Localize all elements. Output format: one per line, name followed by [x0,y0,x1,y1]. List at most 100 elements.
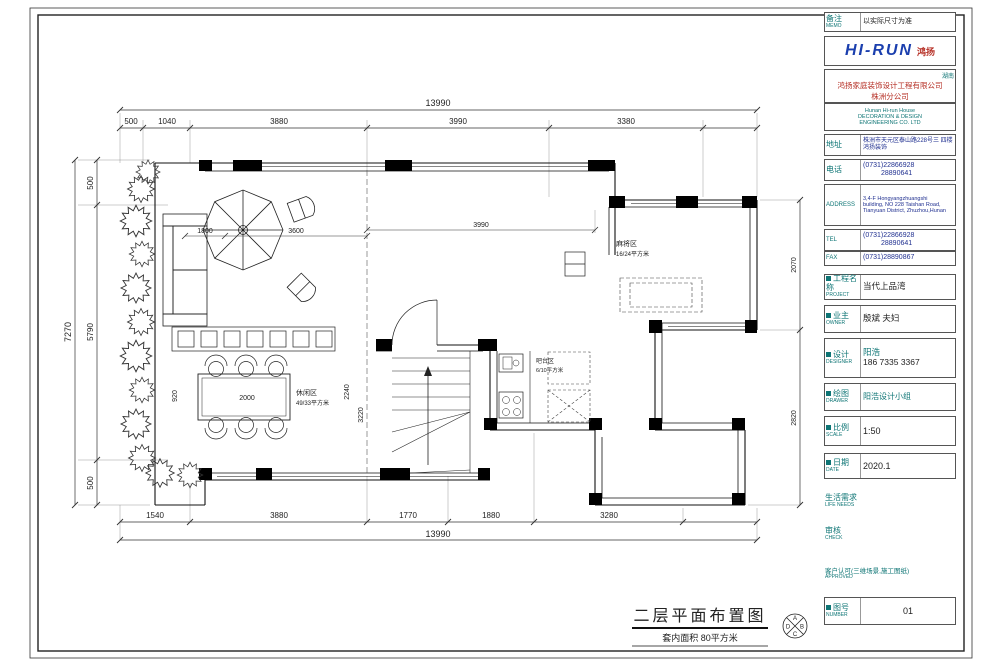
row-icon [826,604,831,610]
dim-interior: 1800 [197,228,213,235]
row-icon [826,276,831,282]
tel-number: (0731)22866928 [863,231,915,239]
designer-name: 阳浩 [863,347,881,358]
patio-chair [286,196,315,223]
dim-bottom-total: 13990 [425,529,450,539]
dim-top-seg: 3990 [449,117,467,126]
project-value: 当代上品湾 [863,281,906,292]
company-logo-cn: 鸿扬 [916,46,935,57]
dim-top-total: 13990 [425,98,450,108]
room-labels: 麻将区 16/24平方米 吧台区 6/10平方米 休闲区 49/33平方米 [296,239,649,407]
drawing-title-block: 二层平面布置图 套内面积 80平方米 [632,607,768,647]
dim-interior: 3600 [288,228,304,235]
dim-top-seg: 3880 [270,117,288,126]
dim-interior: 2000 [239,395,255,402]
scale-label-en: SCALE [826,431,843,438]
fax-number: (0731)28890867 [863,254,915,262]
address-en-line: 3,4-F Hongyangzhuangshi [863,195,928,202]
dim-bottom-seg: 1880 [482,511,500,520]
interior-dimensions: 1800 3600 3990 920 2000 2240 3220 [172,222,599,423]
titleblock-row-fax: FAX (0731)28890867 [824,251,956,266]
dim-left-seg: 5790 [86,323,95,341]
fax-label: FAX [826,255,838,262]
project-label-en: PROJECT [826,292,850,299]
room-area-bar: 6/10平方米 [536,366,564,374]
date-label-en: DATE [826,466,839,473]
titleblock-row-check: 审核 CHECK [824,522,956,547]
drawer-label: 绘图 [833,388,849,398]
company-en-line: DECORATION & DESIGN [857,114,923,120]
address-en-label: ADDRESS [826,201,856,208]
number-value: 01 [902,605,913,616]
life-label-en: LIFE NEEDS [825,501,855,508]
memo-label: 备注 [826,13,842,23]
titleblock-row-address: 地址 株洲市天元区泰山路228号三 四楼 鸿扬装饰 [824,134,956,156]
bench-row [171,326,336,352]
kitchen-cabinets-dashed [547,351,591,423]
address-line: 株洲市天元区泰山路228号三 四楼 [863,138,953,145]
titleblock-row-life: 生活需求 LIFE NEEDS [824,489,956,513]
row-icon [826,459,831,465]
dim-interior: 3220 [358,407,365,423]
titleblock-row-logo: HI-RUN 鸿扬 [824,36,956,66]
sheet-border [29,7,973,659]
check-label-en: CHECK [825,535,843,542]
date-label: 日期 [833,457,849,467]
sofa [162,213,208,327]
approved-label-en: APPROVED [825,573,853,580]
company-branch: 株洲分公司 [871,92,909,101]
company-region: 湖南 [941,74,954,80]
compass-letter: A [793,616,797,622]
door-swing [391,299,438,346]
memo-label-en: MEMO [826,22,842,29]
plan-subtitle: 套内面积 80平方米 [662,632,738,643]
dim-interior: 2240 [344,384,351,400]
approved-label: 客户认可(三维场景,施工图纸) [825,567,910,575]
scale-label: 比例 [833,422,849,432]
compass-letter: D [786,625,791,631]
dimension-left: 7270 500 5790 500 [63,156,101,509]
number-label-en: NUMBER [826,611,848,618]
memo-value: 以实际尺寸为准 [863,17,912,25]
designer-label: 设计 [833,349,849,359]
drawer-label-en: DRAWER [826,397,849,404]
dimension-right: 2070 2820 [791,196,804,509]
row-icon [826,351,831,357]
row-icon [826,424,831,430]
compass-letter: C [793,632,798,638]
number-label: 图号 [833,602,849,612]
designer-phone: 186 7335 3367 [863,357,920,367]
wall-fills [199,160,757,505]
tel-label: TEL [826,236,838,243]
titleblock-row-tel: TEL (0731)22866928 28890641 [824,229,956,251]
room-label-mahjong: 麻将区 [616,239,637,248]
dim-top-seg: 1040 [158,117,176,126]
dimension-bottom: 1540 3880 1770 1880 3280 13990 [116,511,761,544]
address-en-line: Tianyuan District, Zhuzhou,Hunan [863,208,946,215]
dim-interior: 920 [172,390,179,402]
dim-left-seg: 500 [86,176,95,190]
mahjong-table-dashed [619,277,703,313]
dim-bottom-seg: 1770 [399,511,417,520]
row-icon [826,312,831,318]
designer-label-en: DESIGNER [826,358,853,365]
company-logo: HI-RUN [844,42,913,59]
index-compass-icon: A B C D [782,613,808,639]
kitchen-counter [498,351,531,423]
address-label: 地址 [826,139,842,149]
patio-chair [286,272,316,302]
compass-letter: B [800,625,804,631]
titleblock-row-company-en: Hunan Hi-run House DECORATION & DESIGN E… [824,103,956,131]
company-name: 鸿扬家庭装饰设计工程有限公司 [837,81,943,90]
titleblock-row-approved: 客户认可(三维场景,施工图纸) APPROVED [824,560,956,588]
dim-right-seg: 2820 [791,410,798,426]
plan-title: 二层平面布置图 [633,607,766,625]
